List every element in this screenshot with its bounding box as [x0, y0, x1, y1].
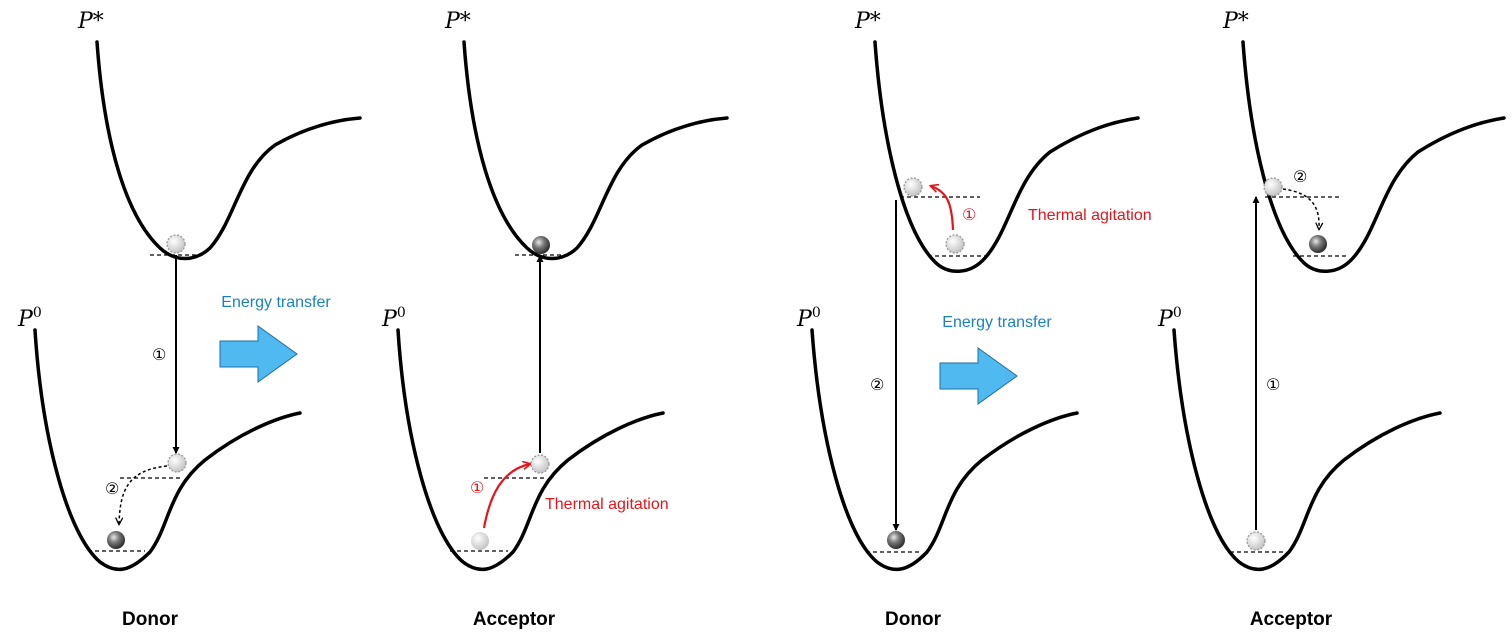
energy-transfer-left: Energy transfer: [219, 294, 331, 383]
step-one-marker: ①: [962, 205, 976, 224]
step-one-marker: ①: [1266, 375, 1280, 394]
acceptor-agitated-particle: [530, 454, 550, 474]
energy-transfer-label: Energy transfer: [942, 314, 1052, 331]
excited-state-label: P*: [444, 9, 471, 34]
acceptor-initial-particle: [471, 532, 489, 550]
donor-ground-particle: [887, 531, 905, 549]
ground-state-label: P0: [1157, 305, 1182, 332]
acceptor-relaxed-particle: [1309, 235, 1327, 253]
excited-state-label: P*: [77, 9, 104, 34]
vibrational-relaxation-arrow: [119, 465, 168, 524]
acceptor-caption: Acceptor: [1250, 609, 1333, 630]
excited-potential-curve: [1241, 40, 1506, 273]
thermal-agitation-arrow: [482, 464, 530, 529]
ground-potential-curve: [396, 328, 665, 572]
ground-potential-curve: [33, 328, 302, 572]
acceptor-upper-excited-particle: [1263, 177, 1283, 197]
acceptor-caption: Acceptor: [473, 609, 556, 630]
step-one-marker: ①: [470, 478, 484, 497]
ground-potential-curve: [1172, 328, 1442, 572]
panel-donor-left: P* P0 ① ② Donor: [17, 9, 362, 630]
donor-vacated-excited-particle: [166, 234, 186, 254]
ground-potential-curve: [810, 328, 1079, 572]
step-two-marker: ②: [870, 375, 884, 394]
donor-caption: Donor: [885, 609, 942, 630]
ground-state-label: P0: [17, 305, 42, 332]
donor-ground-particle: [107, 531, 125, 549]
thermal-agitation-label: Thermal agitation: [1028, 207, 1152, 224]
thermal-agitation-arrow: [931, 186, 955, 231]
acceptor-vacated-ground-particle: [1246, 531, 1266, 551]
ground-state-label: P0: [796, 305, 821, 332]
energy-transfer-arrow-icon: [219, 325, 298, 383]
step-one-marker: ①: [152, 345, 166, 364]
energy-transfer-label: Energy transfer: [221, 294, 331, 311]
excited-potential-curve: [873, 40, 1140, 273]
excited-potential-curve: [95, 40, 362, 261]
thermal-agitation-label: Thermal agitation: [545, 496, 669, 513]
donor-caption: Donor: [122, 609, 179, 630]
panel-donor-right: P* P0 ① Thermal agitation ② Donor: [796, 9, 1152, 630]
excited-state-label: P*: [854, 9, 881, 34]
donor-transient-particle: [167, 453, 187, 473]
ground-state-label: P0: [381, 305, 406, 332]
donor-initial-excited-particle: [945, 234, 965, 254]
energy-transfer-right: Energy transfer: [939, 314, 1052, 405]
vibrational-relaxation-arrow: [1282, 188, 1319, 229]
acceptor-excited-particle: [532, 236, 550, 254]
panel-acceptor-right: P* P0 ① ② Acceptor: [1157, 9, 1506, 630]
step-two-marker: ②: [105, 479, 119, 498]
donor-agitated-particle: [903, 177, 923, 197]
excited-potential-curve: [462, 40, 729, 261]
excited-state-label: P*: [1222, 9, 1249, 34]
energy-transfer-arrow-icon: [939, 347, 1018, 405]
step-two-marker: ②: [1293, 167, 1307, 186]
panel-acceptor-left: P* P0 ① Thermal agitation Acceptor: [381, 9, 729, 630]
